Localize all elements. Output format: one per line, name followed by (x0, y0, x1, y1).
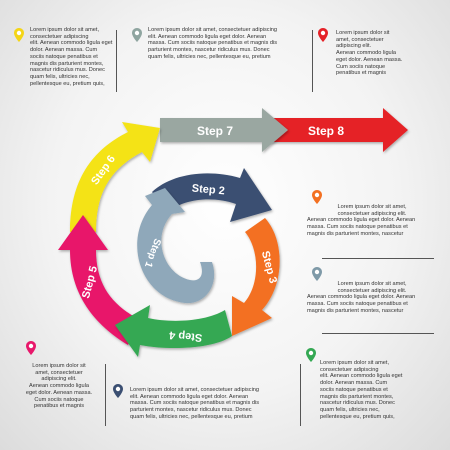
step-3-arrow (232, 218, 280, 336)
map-pin-icon (26, 341, 36, 355)
map-pin-icon (318, 28, 328, 42)
divider-line (322, 333, 434, 334)
step-2-arrow (152, 168, 272, 222)
step-1-arrow (137, 188, 215, 304)
map-pin-icon (14, 28, 24, 42)
divider-line (322, 258, 434, 259)
divider-line (312, 30, 313, 92)
step-8-arrow (265, 108, 408, 152)
step-8-label: Step 8 (308, 124, 344, 138)
step-5-arrow (58, 215, 140, 345)
step-6-arrow (70, 122, 160, 232)
divider-line (105, 364, 106, 426)
text-block-right-upper: Lorem ipsum dolor sit amet,consectetuer … (307, 204, 416, 237)
divider-line (116, 30, 117, 92)
text-block-bottom-center: Lorem ipsum dolor sit amet, consectetuer… (130, 387, 260, 420)
step-2-label: Step 2 (191, 183, 225, 198)
map-pin-icon (132, 28, 142, 42)
map-pin-icon (312, 190, 322, 204)
text-block-right-lower: Lorem ipsum dolor sit amet,consectetuer … (307, 281, 416, 314)
text-block-top-left: Lorem ipsum dolor sit amet,consectetuer … (30, 27, 113, 87)
step-7-arrow (160, 108, 288, 152)
text-block-bottom-right: Lorem ipsum dolor sit amet,consectetuer … (320, 360, 403, 420)
map-pin-icon (306, 348, 316, 362)
text-block-top-center: Lorem ipsum dolor sit amet, consectetuer… (148, 27, 278, 60)
map-pin-icon (312, 267, 322, 281)
step-7-label: Step 7 (197, 124, 233, 138)
divider-line (300, 364, 301, 426)
step-4-arrow (115, 305, 232, 357)
map-pin-icon (113, 384, 123, 398)
step-4-label: Step 4 (168, 328, 203, 343)
